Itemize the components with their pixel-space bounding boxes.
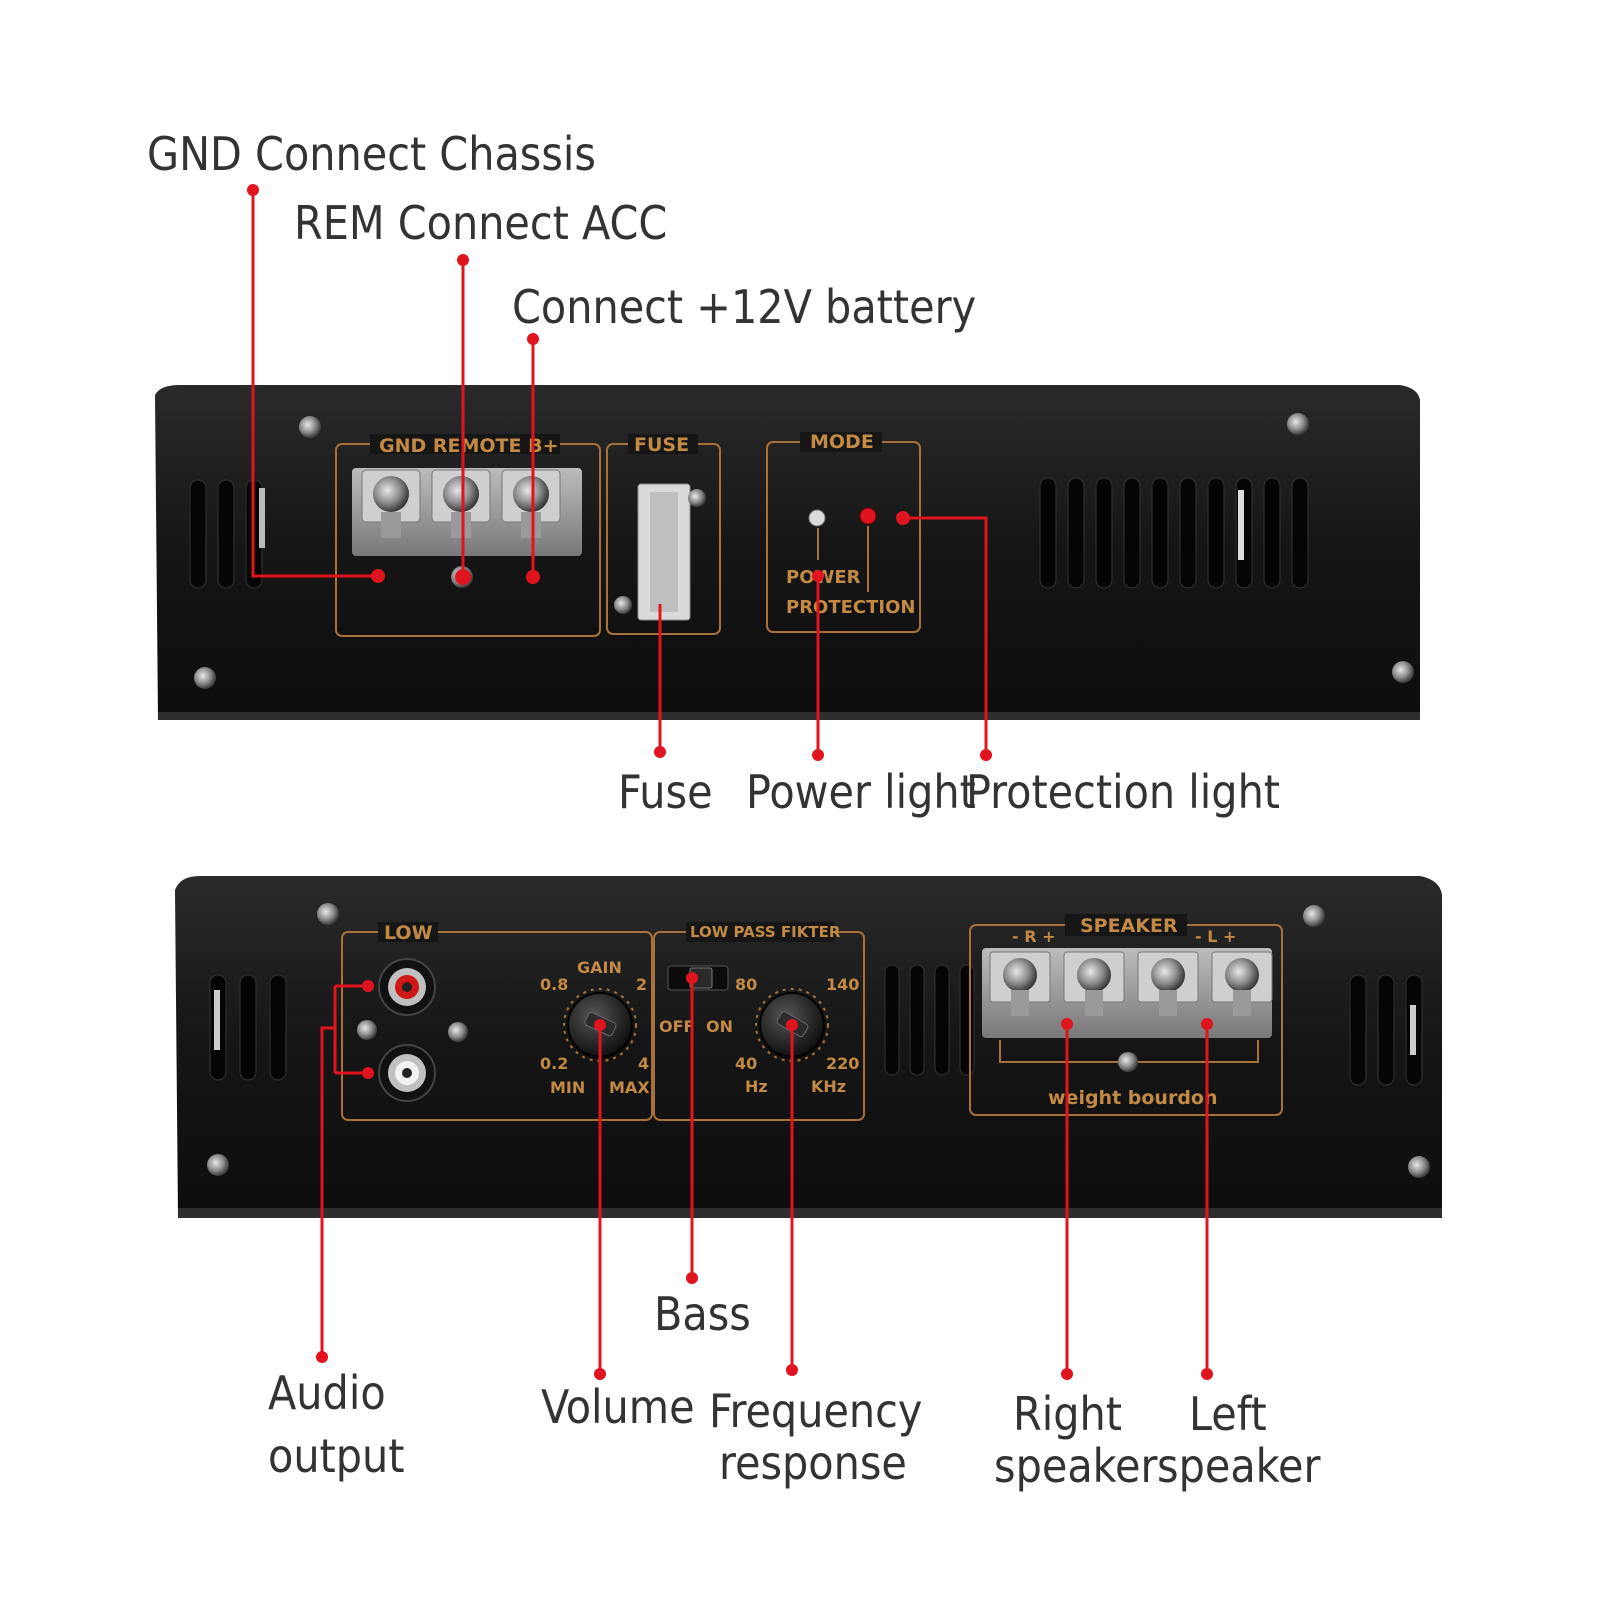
freq-tick-140: 140 <box>826 975 859 994</box>
terminal-screw-icon <box>361 469 421 538</box>
power-terminal-block: GND REMOTE B+ <box>335 434 601 637</box>
speaker-terminal-icon <box>989 951 1051 1016</box>
khz-label: KHz <box>811 1077 846 1096</box>
bass-callout: Bass <box>654 1287 751 1341</box>
left-polarity-label: - L + <box>1195 927 1236 946</box>
brand-print-label: weight bourdon <box>1048 1087 1218 1109</box>
bottom-mid-vents <box>884 964 975 1076</box>
screw-icon <box>1392 661 1414 683</box>
protection-light-callout: Protection light <box>966 765 1280 819</box>
freq-tick-80: 80 <box>735 975 757 994</box>
screw-icon <box>194 667 216 689</box>
gain-tick-4: 4 <box>638 1054 649 1073</box>
speaker-terminal-icon <box>1063 951 1125 1016</box>
power-led-icon <box>808 509 826 527</box>
gain-tick-2: 2 <box>636 975 647 994</box>
fuse-callout: Fuse <box>618 765 713 819</box>
gain-max-label: MAX <box>609 1078 650 1097</box>
on-label: ON <box>706 1017 733 1036</box>
mode-print-label: MODE <box>810 431 874 453</box>
right-polarity-label: - R + <box>1012 927 1056 946</box>
protection-led-icon <box>859 507 877 525</box>
screw-icon <box>1287 413 1309 435</box>
fuse-block: FUSE <box>606 434 721 635</box>
rca-white-jack-icon <box>378 1044 436 1102</box>
screw-icon <box>1408 1156 1430 1178</box>
audio-output-callout-line1: Audio <box>268 1366 386 1420</box>
bottom-leader-lines <box>316 972 1213 1380</box>
screw-icon <box>357 1020 377 1040</box>
lpf-print-label: LOW PASS FIKTER <box>690 923 841 941</box>
hz-label: Hz <box>745 1077 768 1096</box>
terminal-screw-icon <box>501 469 561 538</box>
rem-callout: REM Connect ACC <box>294 196 667 250</box>
screw-icon <box>1303 905 1325 927</box>
screw-icon <box>688 489 706 507</box>
screw-icon <box>317 903 339 925</box>
top-right-vents <box>1039 477 1309 589</box>
top-panel-edge <box>158 712 1420 720</box>
bottom-left-vents <box>209 974 287 1081</box>
frequency-callout-line1: Frequency <box>709 1384 922 1438</box>
battery-callout: Connect +12V battery <box>512 280 976 334</box>
gain-min-label: MIN <box>550 1078 585 1097</box>
top-panel-body <box>155 385 1420 720</box>
left-speaker-callout-line2: speaker <box>1157 1439 1321 1493</box>
screw-icon <box>614 596 632 614</box>
bottom-panel-edge <box>178 1208 1442 1218</box>
top-amp-panel: GND REMOTE B+ FUSE <box>155 385 1420 720</box>
screw-icon <box>299 416 321 438</box>
speaker-terminal-icon <box>1211 951 1273 1016</box>
right-speaker-callout-line2: speaker <box>994 1439 1158 1493</box>
gain-print-label: GAIN <box>577 958 622 977</box>
screw-icon <box>1118 1052 1138 1072</box>
speaker-terminal-block: SPEAKER - R + - L + <box>969 914 1283 1116</box>
freq-tick-40: 40 <box>735 1054 757 1073</box>
bottom-amp-panel: LOW GAIN 0.8 2 0.2 4 MIN MAX <box>175 876 1442 1218</box>
speaker-terminal-icon <box>1137 951 1199 1016</box>
gain-tick-08: 0.8 <box>540 975 568 994</box>
fuse-print-label: FUSE <box>634 434 689 456</box>
gain-tick-02: 0.2 <box>540 1054 568 1073</box>
freq-tick-220: 220 <box>826 1054 859 1073</box>
speaker-print-label: SPEAKER <box>1080 915 1178 937</box>
terminal-screw-icon <box>431 469 491 538</box>
bottom-right-vents <box>1349 974 1423 1086</box>
audio-output-callout-line2: output <box>268 1429 405 1483</box>
off-label: OFF <box>659 1017 694 1036</box>
low-print-label: LOW <box>384 922 433 944</box>
rca-red-jack-icon <box>378 958 436 1016</box>
terminal-label: GND REMOTE B+ <box>379 435 559 457</box>
protection-print-label: PROTECTION <box>786 597 915 618</box>
screw-icon <box>448 1022 468 1042</box>
power-light-callout: Power light <box>746 765 976 819</box>
right-speaker-callout-line1: Right <box>1013 1387 1122 1441</box>
screw-icon <box>207 1154 229 1176</box>
frequency-callout-line2: response <box>719 1436 907 1490</box>
volume-callout: Volume <box>541 1380 695 1434</box>
top-leader-lines <box>247 184 992 761</box>
left-speaker-callout-line1: Left <box>1189 1387 1267 1441</box>
gnd-callout: GND Connect Chassis <box>147 127 596 181</box>
